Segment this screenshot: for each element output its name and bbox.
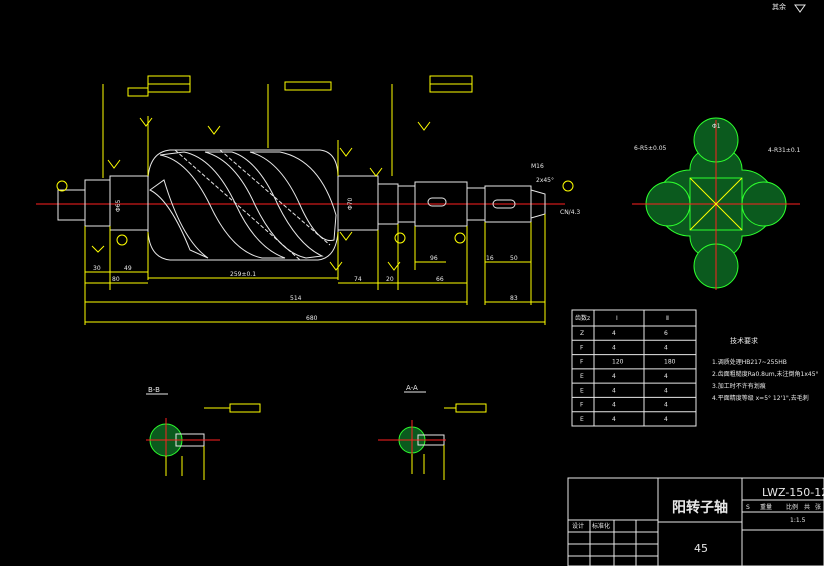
tech-req-item-3: 3.加工时不许有划痕 <box>712 382 766 390</box>
tech-req-title: 技术要求 <box>730 336 758 345</box>
params-cell: F <box>580 402 584 409</box>
tech-req-item-1: 1.调质处理HB217~255HB <box>712 358 787 366</box>
section-a: A-A <box>378 384 487 480</box>
drawing-number: LWZ-150-12 <box>762 486 824 499</box>
shaft-tip-right <box>530 189 546 219</box>
grade-cell-0: S <box>746 504 750 511</box>
dim-16: 16 <box>486 255 494 262</box>
params-cell: 4 <box>612 344 616 351</box>
material-code: 45 <box>694 542 708 555</box>
scale-value: 1:1.5 <box>790 517 806 524</box>
header-cell-1: 标准化 <box>592 522 610 530</box>
dim-20: 20 <box>386 276 394 283</box>
dim-680: 680 <box>306 315 318 322</box>
params-cell: 4 <box>612 402 616 409</box>
params-cell: 4 <box>612 387 616 394</box>
params-cell: 180 <box>664 359 676 366</box>
dim-49: 49 <box>124 265 132 272</box>
params-cell: 4 <box>664 387 668 394</box>
header-cell-0: 设计 <box>572 522 584 530</box>
dim-chamfer: 2x45° <box>536 177 554 184</box>
params-cell: 4 <box>612 373 616 380</box>
dim-66: 66 <box>436 276 444 283</box>
params-cell: 4 <box>664 416 668 423</box>
params-cell: Z <box>580 330 584 337</box>
dim-m16: M16 <box>531 163 544 170</box>
shaft-tip-left <box>57 189 85 221</box>
dim-phi1: Φ1 <box>712 123 721 130</box>
dim-phi70: Φ70 <box>347 197 354 210</box>
params-cell: 120 <box>612 359 624 366</box>
shaft-segment-3 <box>337 175 379 231</box>
shaft-segment-1 <box>84 179 111 227</box>
shaft-main-view: 30 49 80 259±0.1 74 20 96 66 16 50 514 8… <box>36 75 580 325</box>
dim-r31: 4-R31±0.1 <box>768 147 801 154</box>
dim-cn: CN/4.3 <box>560 209 580 216</box>
dim-80: 80 <box>112 276 120 283</box>
params-cell: 4 <box>664 402 668 409</box>
dim-50: 50 <box>510 255 518 262</box>
rotor-body <box>147 149 339 261</box>
dim-96: 96 <box>430 255 438 262</box>
keyway-2 <box>492 199 516 209</box>
section-b: B-B <box>146 386 261 480</box>
part-name: 阳转子轴 <box>672 499 728 516</box>
grade-cell-1: 重量 <box>760 503 772 511</box>
section-b-label: B-B <box>148 386 160 394</box>
dim-514: 514 <box>290 295 302 302</box>
grade-cell-3: 共 <box>804 503 810 511</box>
params-cell: 4 <box>612 330 616 337</box>
params-cell: 6 <box>664 330 668 337</box>
params-cell: F <box>580 359 584 366</box>
params-header-0: 齿数z <box>575 314 590 322</box>
corner-note-text: 其余 <box>772 2 786 11</box>
grade-cell-4: 张 <box>815 503 821 511</box>
params-cell: 4 <box>664 344 668 351</box>
section-a-label: A-A <box>406 384 418 392</box>
roughness-symbol-icon <box>794 4 806 13</box>
dim-30: 30 <box>93 265 101 272</box>
dim-phi65: Φ65 <box>115 199 122 212</box>
end-section-view: Φ1 6-R5±0.05 4-R31±0.1 <box>632 117 801 290</box>
tech-req-item-2: 2.齿面粗糙度Ra0.8um,未注倒角1x45° <box>712 370 819 378</box>
dim-r5: 6-R5±0.05 <box>634 145 667 152</box>
params-cell: E <box>580 387 584 394</box>
params-header-2: Ⅱ <box>666 315 669 322</box>
tech-requirements: 技术要求 1.调质处理HB217~255HB 2.齿面粗糙度Ra0.8um,未注… <box>712 336 819 402</box>
dim-259: 259±0.1 <box>230 271 256 278</box>
grade-cell-2: 比例 <box>786 503 798 511</box>
params-header-1: Ⅰ <box>616 315 618 322</box>
dim-74: 74 <box>354 276 362 283</box>
dim-83: 83 <box>510 295 518 302</box>
title-block: 阳转子轴 45 LWZ-150-12 1:1.5 设计 标准化 S 重量 比例 … <box>567 477 824 566</box>
shaft-segment-6 <box>484 185 532 223</box>
params-cell: F <box>580 344 584 351</box>
tech-req-item-4: 4.平面精度等级 x=5° 12'1",去毛刺 <box>712 394 809 402</box>
params-cell: E <box>580 373 584 380</box>
keyway-1 <box>427 197 447 207</box>
params-cell: 4 <box>664 373 668 380</box>
params-cell: E <box>580 416 584 423</box>
params-cell: 4 <box>612 416 616 423</box>
